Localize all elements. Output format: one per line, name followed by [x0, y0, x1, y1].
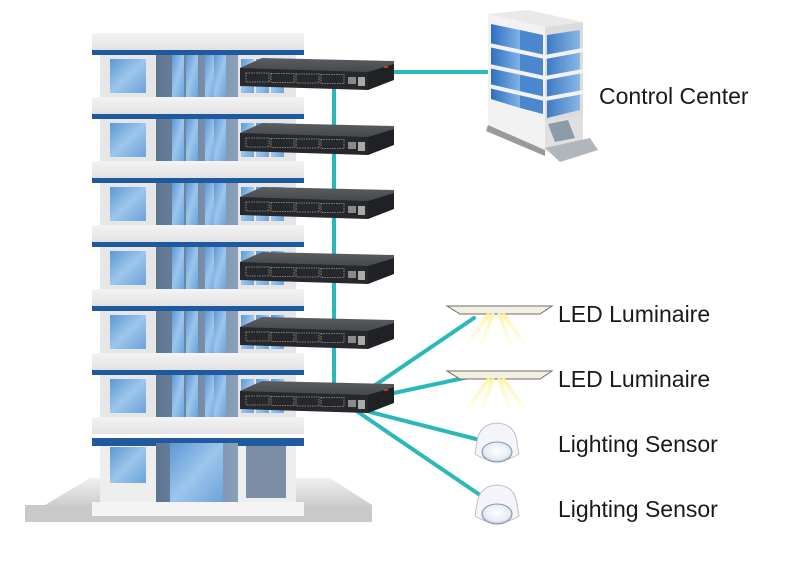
window	[110, 379, 146, 413]
network-switch-icon	[240, 317, 394, 349]
window	[110, 315, 146, 349]
ceiling-sensor-icon	[474, 422, 520, 463]
control-center-label: Control Center	[599, 83, 749, 109]
network-switch-icon	[240, 58, 394, 90]
network-switch-icon	[240, 252, 394, 284]
led-panel-icon	[445, 370, 554, 410]
link-to-lighting-sensor-2	[356, 410, 482, 497]
network-switch-icon	[240, 123, 394, 155]
office-building-icon	[486, 10, 598, 162]
led-panel-icon	[445, 305, 554, 345]
window	[110, 59, 146, 93]
link-to-led-luminaire-1	[366, 316, 476, 392]
ground-floor	[92, 438, 304, 516]
device-label-led-luminaire-2: LED Luminaire	[558, 366, 710, 392]
window	[110, 187, 146, 221]
window	[110, 123, 146, 157]
device-label-lighting-sensor-1: Lighting Sensor	[558, 431, 718, 457]
ceiling-sensor-icon	[474, 484, 520, 525]
device-label-led-luminaire-1: LED Luminaire	[558, 301, 710, 327]
network-switch-icon	[240, 381, 394, 413]
link-to-lighting-sensor-1	[368, 410, 482, 442]
network-switch-icon	[240, 187, 394, 219]
building-floor	[92, 242, 304, 306]
device-label-lighting-sensor-2: Lighting Sensor	[558, 496, 718, 522]
window	[110, 251, 146, 285]
